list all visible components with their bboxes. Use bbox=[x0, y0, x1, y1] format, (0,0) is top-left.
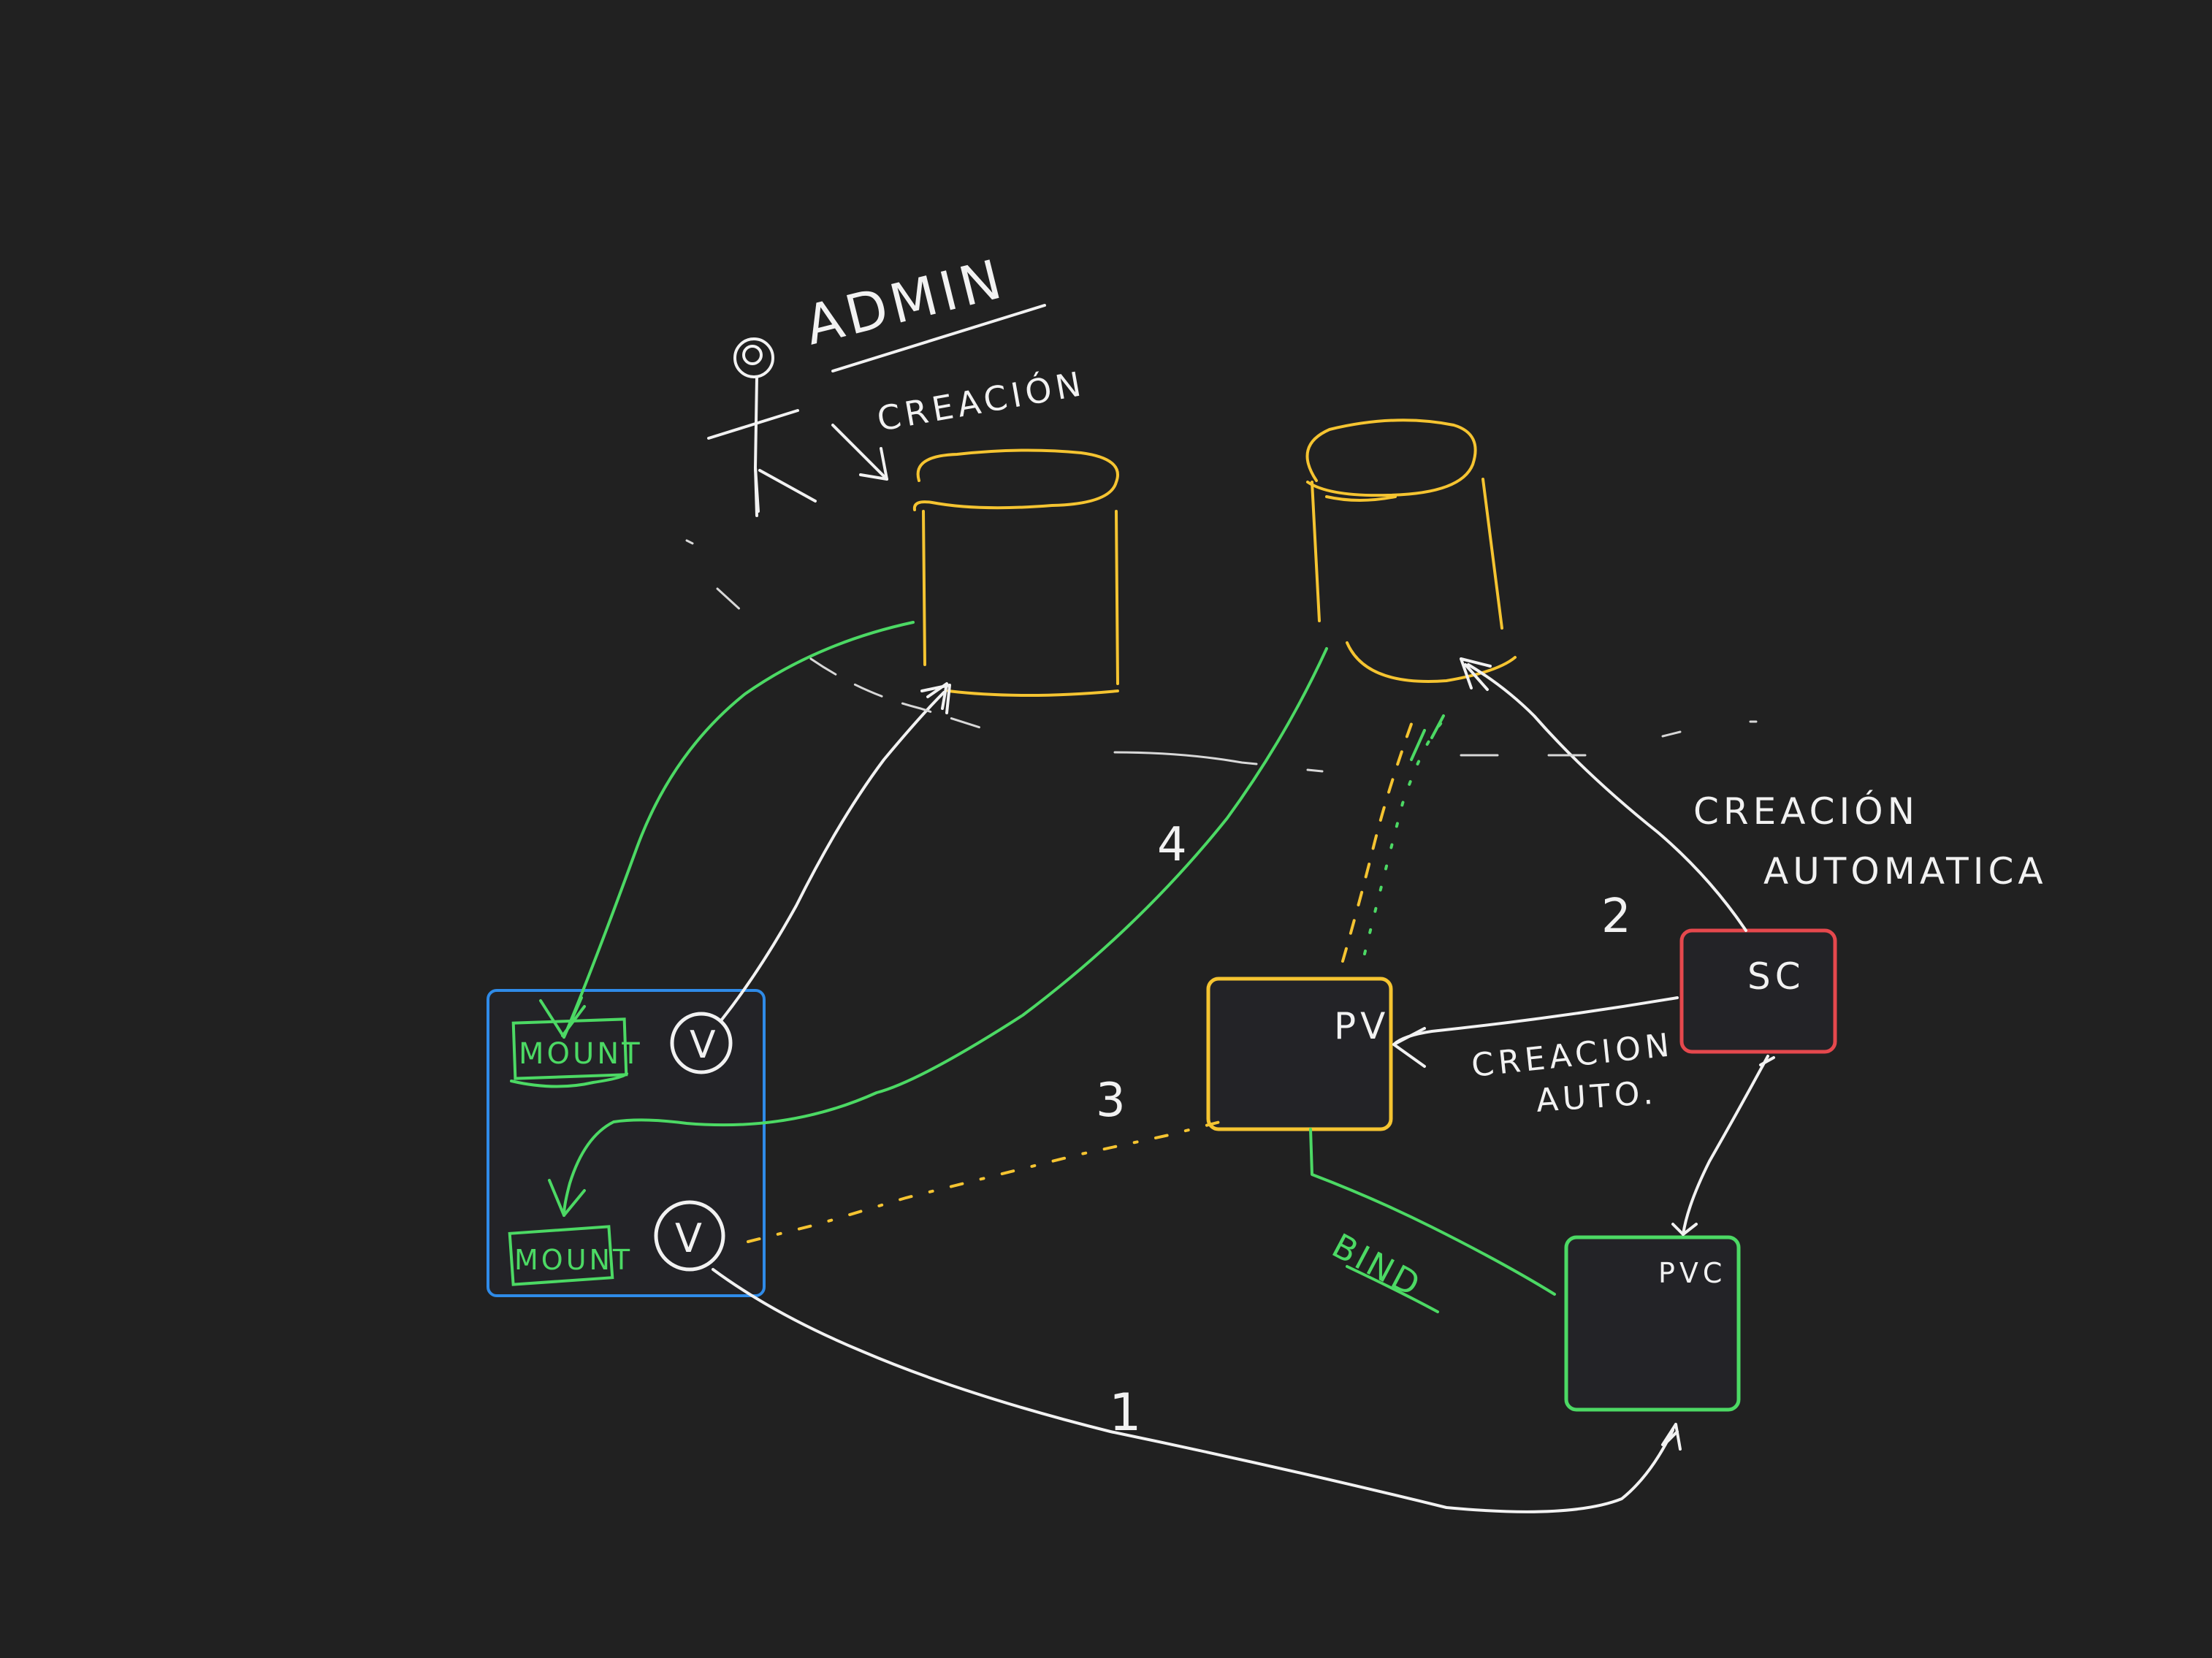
admin-create-arrow bbox=[831, 424, 888, 481]
creacion-automatica-label-line1: CREACIÓN bbox=[1693, 790, 1919, 833]
volume-bottom-circle bbox=[654, 1200, 725, 1272]
mount-top-underline bbox=[510, 1072, 628, 1088]
mount-bottom-curve bbox=[562, 647, 1328, 1217]
creacion-auto-label-line2: AUTO. bbox=[1535, 1074, 1658, 1120]
step-2-label: 2 bbox=[1601, 890, 1636, 944]
volume-bottom-to-pvc-arrow bbox=[712, 1268, 1674, 1513]
sc-to-storage-arrowhead bbox=[1460, 657, 1492, 691]
admin-label: ADMIN bbox=[799, 248, 1012, 358]
step-3-label: 3 bbox=[1096, 1074, 1130, 1128]
pv-to-storage-green-ticks bbox=[1410, 714, 1445, 761]
mount-bottom-label: MOUNT bbox=[514, 1244, 633, 1276]
pvc-box[interactable] bbox=[1564, 1235, 1741, 1412]
pv-label: PV bbox=[1334, 1005, 1389, 1047]
admin-create-arrowhead bbox=[859, 447, 888, 481]
bind-underline bbox=[1346, 1265, 1439, 1313]
volume-top-label: V bbox=[690, 1023, 720, 1067]
mount-bottom-box bbox=[508, 1225, 614, 1286]
storage-left-cylinder-icon bbox=[912, 448, 1119, 697]
storage-right-cylinder-icon bbox=[1305, 419, 1517, 683]
step-1-label: 1 bbox=[1109, 1383, 1146, 1443]
creacion-automatica-label-line2: AUTOMATICA bbox=[1763, 850, 2048, 893]
sc-to-pvc-arrow bbox=[1682, 1055, 1769, 1236]
admin-stick-figure-icon bbox=[707, 337, 817, 517]
sc-to-pvc-arrowhead bbox=[1671, 1056, 1775, 1236]
sc-to-storage-arrow bbox=[1467, 663, 1747, 932]
pv-to-storage-green-dotted bbox=[1363, 714, 1449, 955]
volume-bottom-to-pv-dashed bbox=[747, 1120, 1221, 1243]
faint-guide-right bbox=[1113, 720, 1758, 773]
volume-top-to-storage-arrow bbox=[720, 691, 945, 1021]
bind-line bbox=[1309, 1128, 1556, 1296]
mount-top-curve bbox=[562, 621, 915, 1039]
pv-box[interactable] bbox=[1206, 977, 1393, 1131]
mount-top-arrowhead bbox=[539, 996, 586, 1039]
admin-underline bbox=[831, 304, 1046, 373]
mount-top-label: MOUNT bbox=[519, 1037, 643, 1071]
mount-bottom-arrowhead bbox=[548, 1179, 586, 1217]
volume-top-circle bbox=[670, 1012, 733, 1074]
admin-creacion-label: CREACIÓN bbox=[874, 364, 1088, 439]
volume-bottom-to-pvc-arrowhead bbox=[1661, 1423, 1682, 1451]
faint-guide-left bbox=[685, 539, 991, 732]
sc-label: SC bbox=[1747, 955, 1805, 998]
volume-top-arrowhead bbox=[920, 682, 951, 714]
pv-to-storage-yellow-dashed bbox=[1341, 714, 1416, 963]
sc-to-pv-arrowhead bbox=[1392, 1027, 1426, 1068]
step-4-label: 4 bbox=[1157, 818, 1191, 872]
pvc-label: PVC bbox=[1658, 1257, 1726, 1289]
sc-box[interactable] bbox=[1679, 928, 1837, 1054]
mount-top-box bbox=[511, 1017, 628, 1080]
bind-label: BIND bbox=[1326, 1226, 1429, 1305]
volume-bottom-label: V bbox=[675, 1215, 706, 1261]
